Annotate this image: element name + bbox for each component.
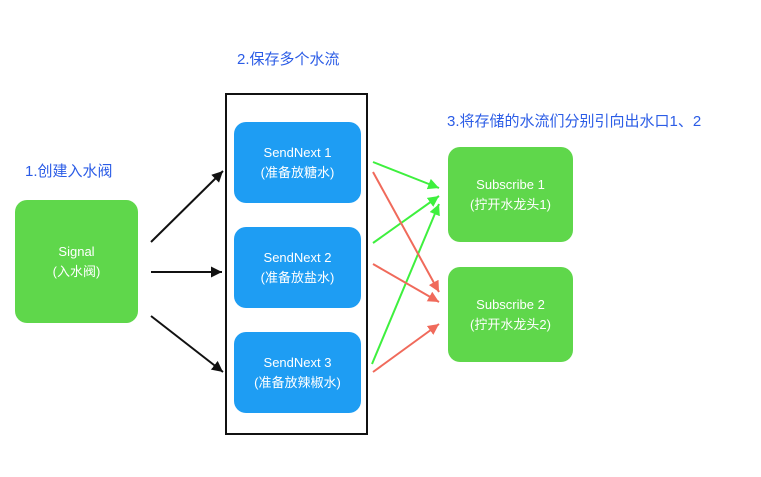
send-next-2-node: SendNext 2 (准备放盐水) xyxy=(234,227,361,308)
arrow-send-3-to-subscribe-1 xyxy=(371,203,440,365)
signal-subtitle: (入水阀) xyxy=(52,263,101,279)
send-next-group-frame xyxy=(225,93,368,435)
subscribe-1-node: Subscribe 1 (拧开水龙头1) xyxy=(448,147,573,242)
arrow-signal-to-send-3 xyxy=(150,315,224,373)
arrow-send-1-to-subscribe-1 xyxy=(372,161,440,190)
send-next-3-node: SendNext 3 (准备放辣椒水) xyxy=(234,332,361,413)
arrow-send-1-to-subscribe-2 xyxy=(372,171,440,293)
send-next-1-subtitle: (准备放糖水) xyxy=(260,164,335,180)
step-1-label: 1.创建入水阀 xyxy=(25,163,113,180)
arrow-send-2-to-subscribe-2 xyxy=(372,263,440,303)
step-3-label: 3.将存储的水流们分别引向出水口1、2 xyxy=(447,113,702,130)
subscribe-1-title: Subscribe 1 xyxy=(476,176,545,192)
send-next-1-node: SendNext 1 (准备放糖水) xyxy=(234,122,361,203)
send-next-2-subtitle: (准备放盐水) xyxy=(260,269,335,285)
signal-node: Signal (入水阀) xyxy=(15,200,138,323)
subscribe-1-subtitle: (拧开水龙头1) xyxy=(470,196,551,212)
signal-title: Signal xyxy=(58,243,95,259)
send-next-3-title: SendNext 3 xyxy=(263,354,332,370)
step-2-label: 2.保存多个水流 xyxy=(237,51,340,68)
subscribe-2-node: Subscribe 2 (拧开水龙头2) xyxy=(448,267,573,362)
send-next-2-title: SendNext 2 xyxy=(263,249,332,265)
arrow-send-3-to-subscribe-2 xyxy=(372,323,440,373)
arrow-signal-to-send-1 xyxy=(150,170,224,243)
arrow-send-2-to-subscribe-1 xyxy=(372,195,440,244)
send-next-3-subtitle: (准备放辣椒水) xyxy=(254,374,341,390)
send-next-1-title: SendNext 1 xyxy=(263,144,332,160)
subscribe-2-title: Subscribe 2 xyxy=(476,296,545,312)
subscribe-2-subtitle: (拧开水龙头2) xyxy=(470,316,551,332)
